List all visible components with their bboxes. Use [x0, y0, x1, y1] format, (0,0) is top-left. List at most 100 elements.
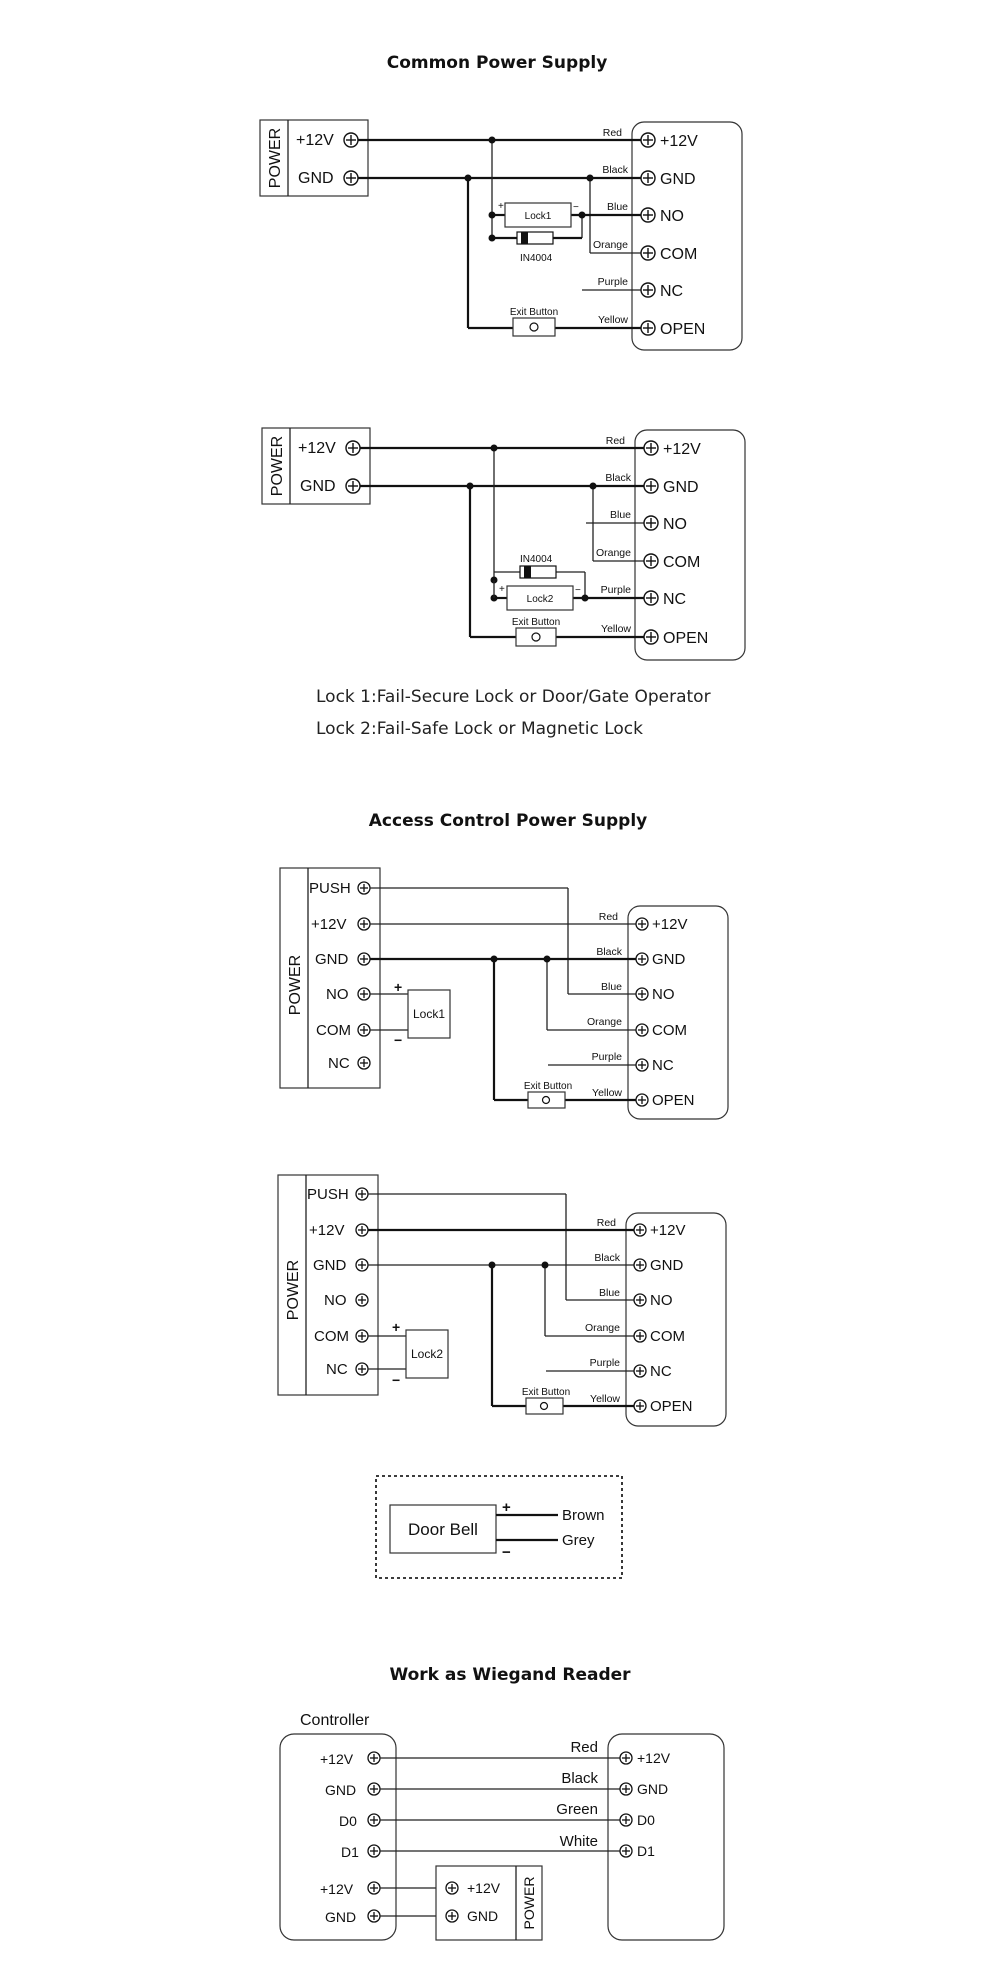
wire-label-orange: Orange [596, 547, 631, 559]
diode-label: IN4004 [520, 554, 553, 565]
exit-button-label: Exit Button [512, 617, 560, 628]
terminal-screw-icon [343, 170, 359, 186]
exit-button-label: Exit Button [522, 1387, 570, 1398]
plus-sign: + [392, 1319, 400, 1335]
wire-label-blue: Blue [610, 509, 631, 521]
controller-box [279, 1733, 397, 1941]
term-gnd: GND [637, 1781, 668, 1797]
term-open: OPEN [663, 630, 708, 647]
lock2-box [506, 585, 574, 611]
term-no: NO [652, 986, 675, 1003]
term-12v: +12V [652, 916, 687, 933]
exit-button-label: Exit Button [524, 1081, 572, 1092]
wire-label-black: Black [561, 1770, 598, 1787]
section-title-common: Common Power Supply [387, 53, 608, 73]
term-no: NO [326, 986, 349, 1003]
term-open: OPEN [660, 321, 705, 338]
term-nc: NC [650, 1363, 672, 1380]
power-label: POWER [285, 1260, 302, 1320]
power-label: POWER [287, 955, 304, 1015]
wire-label-blue: Blue [601, 981, 622, 993]
wire-label-orange: Orange [593, 239, 628, 251]
minus-sign: − [502, 1544, 511, 1561]
term-gnd: GND [315, 951, 349, 968]
term-push: PUSH [309, 880, 351, 897]
minus-sign: − [573, 202, 579, 213]
section-title-wiegand: Work as Wiegand Reader [389, 1665, 631, 1685]
term-com: COM [650, 1328, 685, 1345]
wire-label-green: Green [556, 1801, 598, 1818]
term-com: COM [652, 1022, 687, 1039]
diagram-access-lock1: POWER PUSH +12V GND NO COM NC Lock1 + − … [279, 867, 729, 1120]
term-no: NO [663, 516, 687, 533]
wire-label-red: Red [606, 435, 625, 447]
diagram-common-lock1: POWER +12V GND Lock1 + − IN4004 [259, 119, 743, 351]
term-12v: +12V [650, 1222, 685, 1239]
term-12v: +12V [467, 1880, 501, 1896]
wire-label-white: White [560, 1833, 598, 1850]
term-com: COM [660, 246, 697, 263]
lock2-label: Lock2 [411, 1347, 443, 1361]
plus-sign: + [499, 584, 505, 595]
term-12v: +12V [296, 132, 334, 149]
plus-sign: + [394, 979, 402, 995]
doorbell-box [389, 1504, 497, 1554]
term-com: COM [316, 1022, 351, 1039]
doorbell-label: Door Bell [408, 1520, 478, 1539]
wire-label-yellow: Yellow [592, 1087, 622, 1099]
term-open: OPEN [652, 1092, 695, 1109]
term-12v: +12V [320, 1881, 354, 1897]
term-d1: D1 [637, 1843, 655, 1859]
term-no: NO [650, 1292, 673, 1309]
diagram-access-lock2: POWER PUSH +12V GND NO COM NC Lock2 + − … [277, 1174, 727, 1427]
diode-label: IN4004 [520, 253, 553, 264]
doorbell-diagram: Door Bell + − Brown Grey [375, 1475, 623, 1579]
term-no: NO [660, 208, 684, 225]
wire-label-blue: Blue [607, 201, 628, 213]
lock1-label: Lock1 [413, 1007, 445, 1021]
power-box [435, 1865, 543, 1941]
lock2-box [405, 1329, 449, 1379]
note-lock1: Lock 1:Fail-Secure Lock or Door/Gate Ope… [316, 687, 711, 707]
wire-label-black: Black [596, 946, 622, 958]
term-12v: +12V [311, 916, 346, 933]
term-gnd: GND [300, 478, 336, 495]
terminal-screw-icon [343, 132, 359, 148]
power-label: POWER [267, 128, 284, 188]
wire-label-red: Red [599, 911, 618, 923]
term-12v: +12V [298, 440, 336, 457]
power-label: POWER [269, 436, 286, 496]
term-nc: NC [663, 591, 686, 608]
controller-label: Controller [300, 1712, 370, 1729]
section-title-access: Access Control Power Supply [369, 811, 647, 831]
diagram-wiegand: Controller +12V GND D0 D1 +12V GND Red B… [279, 1712, 725, 1941]
lock1-label: Lock1 [525, 211, 552, 222]
term-d1: D1 [341, 1844, 359, 1860]
wire-label-black: Black [605, 472, 631, 484]
term-gnd: GND [325, 1782, 356, 1798]
term-12v: +12V [637, 1750, 671, 1766]
plus-sign: + [498, 201, 504, 212]
term-nc: NC [652, 1057, 674, 1074]
wire-label-purple: Purple [598, 276, 629, 288]
term-12v: +12V [663, 441, 701, 458]
term-nc: NC [660, 283, 683, 300]
wire-label-yellow: Yellow [601, 623, 631, 635]
minus-sign: − [392, 1372, 400, 1388]
term-gnd: GND [325, 1909, 356, 1925]
wire-label-red: Red [597, 1217, 616, 1229]
minus-sign: − [394, 1032, 402, 1048]
term-push: PUSH [307, 1186, 349, 1203]
wire-label-yellow: Yellow [590, 1393, 620, 1405]
wire-label-grey: Grey [562, 1532, 595, 1549]
term-nc: NC [326, 1361, 348, 1378]
wire-label-purple: Purple [590, 1357, 621, 1369]
wire-label-purple: Purple [601, 584, 632, 596]
term-gnd: GND [663, 479, 699, 496]
term-no: NO [324, 1292, 347, 1309]
term-12v: +12V [660, 133, 698, 150]
term-gnd: GND [652, 951, 686, 968]
wire-label-black: Black [602, 164, 628, 176]
term-gnd: GND [660, 171, 696, 188]
lock2-label: Lock2 [527, 594, 554, 605]
